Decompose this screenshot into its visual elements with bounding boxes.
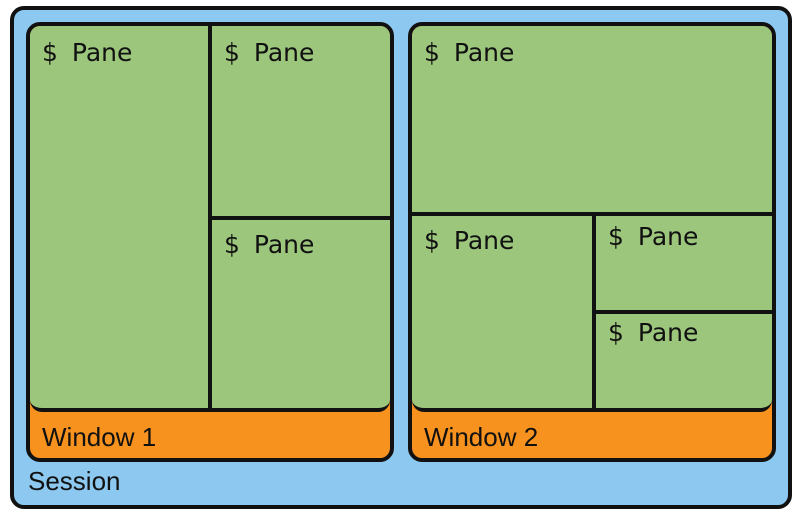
pane-label: Pane [253, 230, 315, 259]
window-2-pane-4[interactable]: $ Pane [596, 314, 772, 408]
prompt-symbol: $ [424, 226, 440, 255]
window-2-pane-area: $ Pane $ Pane $ Pane $ Pane [412, 26, 772, 412]
session-label: Session [28, 466, 121, 496]
pane-label: Pane [71, 38, 133, 67]
window-2: $ Pane $ Pane $ Pane $ Pane Window 2 [408, 22, 776, 462]
pane-label: Pane [637, 318, 699, 347]
prompt-symbol: $ [608, 222, 624, 251]
pane-label: Pane [253, 38, 315, 67]
pane-label: Pane [453, 226, 515, 255]
prompt-symbol: $ [424, 38, 440, 67]
window-2-pane-3[interactable]: $ Pane [596, 216, 772, 310]
window-1-label: Window 1 [42, 422, 157, 452]
pane-label: Pane [637, 222, 699, 251]
prompt-symbol: $ [42, 38, 58, 67]
window-1-horizontal-divider [210, 216, 390, 220]
window-1-pane-area: $ Pane $ Pane $ Pane [30, 26, 390, 412]
window-1-pane-2[interactable]: $ Pane [212, 26, 390, 216]
prompt-symbol: $ [224, 230, 240, 259]
window-2-pane-2[interactable]: $ Pane [412, 216, 592, 408]
window-1-pane-3[interactable]: $ Pane [212, 220, 390, 408]
prompt-symbol: $ [224, 38, 240, 67]
pane-label: Pane [453, 38, 515, 67]
window-2-pane-1[interactable]: $ Pane [412, 26, 772, 212]
window-2-horizontal-divider-lower [594, 310, 772, 314]
window-1-pane-1[interactable]: $ Pane [30, 26, 208, 408]
prompt-symbol: $ [608, 318, 624, 347]
window-2-label: Window 2 [424, 422, 539, 452]
window-1: $ Pane $ Pane $ Pane Window 1 [26, 22, 394, 462]
